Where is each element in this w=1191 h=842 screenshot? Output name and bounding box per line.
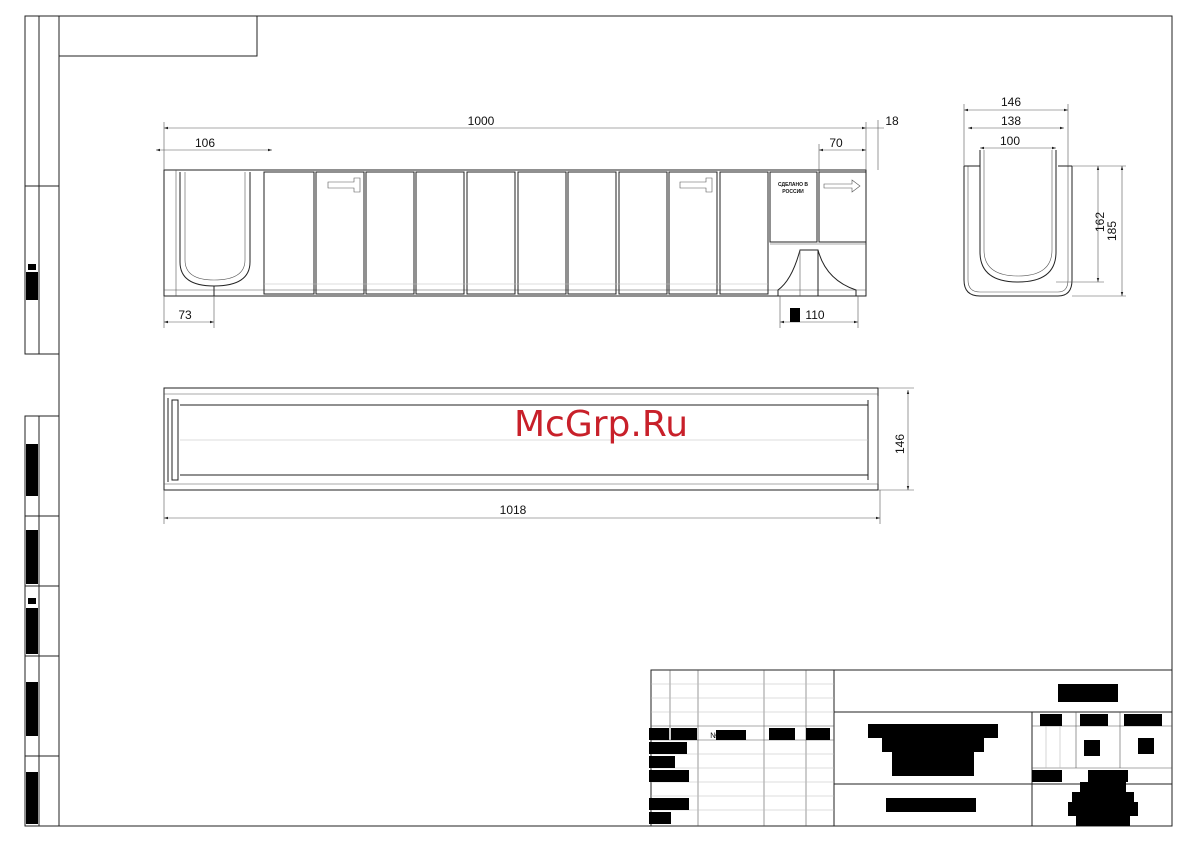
dim-plan-length: 1018: [500, 503, 527, 517]
dim-end-offset: 18: [885, 114, 899, 128]
dim-left-edge-offset: 73: [178, 308, 192, 322]
dim-height-outer: 185: [1105, 221, 1119, 241]
handle-icon: [679, 177, 713, 193]
margin-redactions: [26, 264, 38, 824]
watermark: McGrp.Ru: [514, 404, 688, 445]
title-block-redactions: [649, 684, 1162, 826]
dim-width-inner: 100: [1000, 134, 1020, 148]
sheet-frame: [24, 15, 1173, 827]
title-block: №: [649, 669, 1173, 827]
dim-width-outer: 146: [1001, 95, 1021, 109]
plan-view: 146 1018: [163, 387, 914, 524]
stamp-line-2: РОССИИ: [782, 189, 804, 195]
number-mark: №: [710, 731, 719, 740]
side-elevation-view: СДЕЛАНО В РОССИИ 1000 18 106 70 73 110: [156, 114, 899, 328]
handle-icon: [327, 177, 361, 193]
dim-outlet-diameter: 110: [805, 308, 824, 322]
stamp-line-1: СДЕЛАНО В: [778, 182, 808, 188]
dim-width-mid: 138: [1001, 114, 1021, 128]
dim-overall-length: 1000: [468, 114, 495, 128]
end-section-view: 146 138 100 162 185: [963, 95, 1126, 297]
dim-outlet-offset: 70: [829, 136, 843, 150]
flow-arrow-icon: [823, 179, 861, 193]
dim-plan-width: 146: [893, 434, 907, 454]
dim-channel-inner-top: 106: [195, 136, 215, 150]
dim-height-inner: 162: [1093, 212, 1107, 232]
